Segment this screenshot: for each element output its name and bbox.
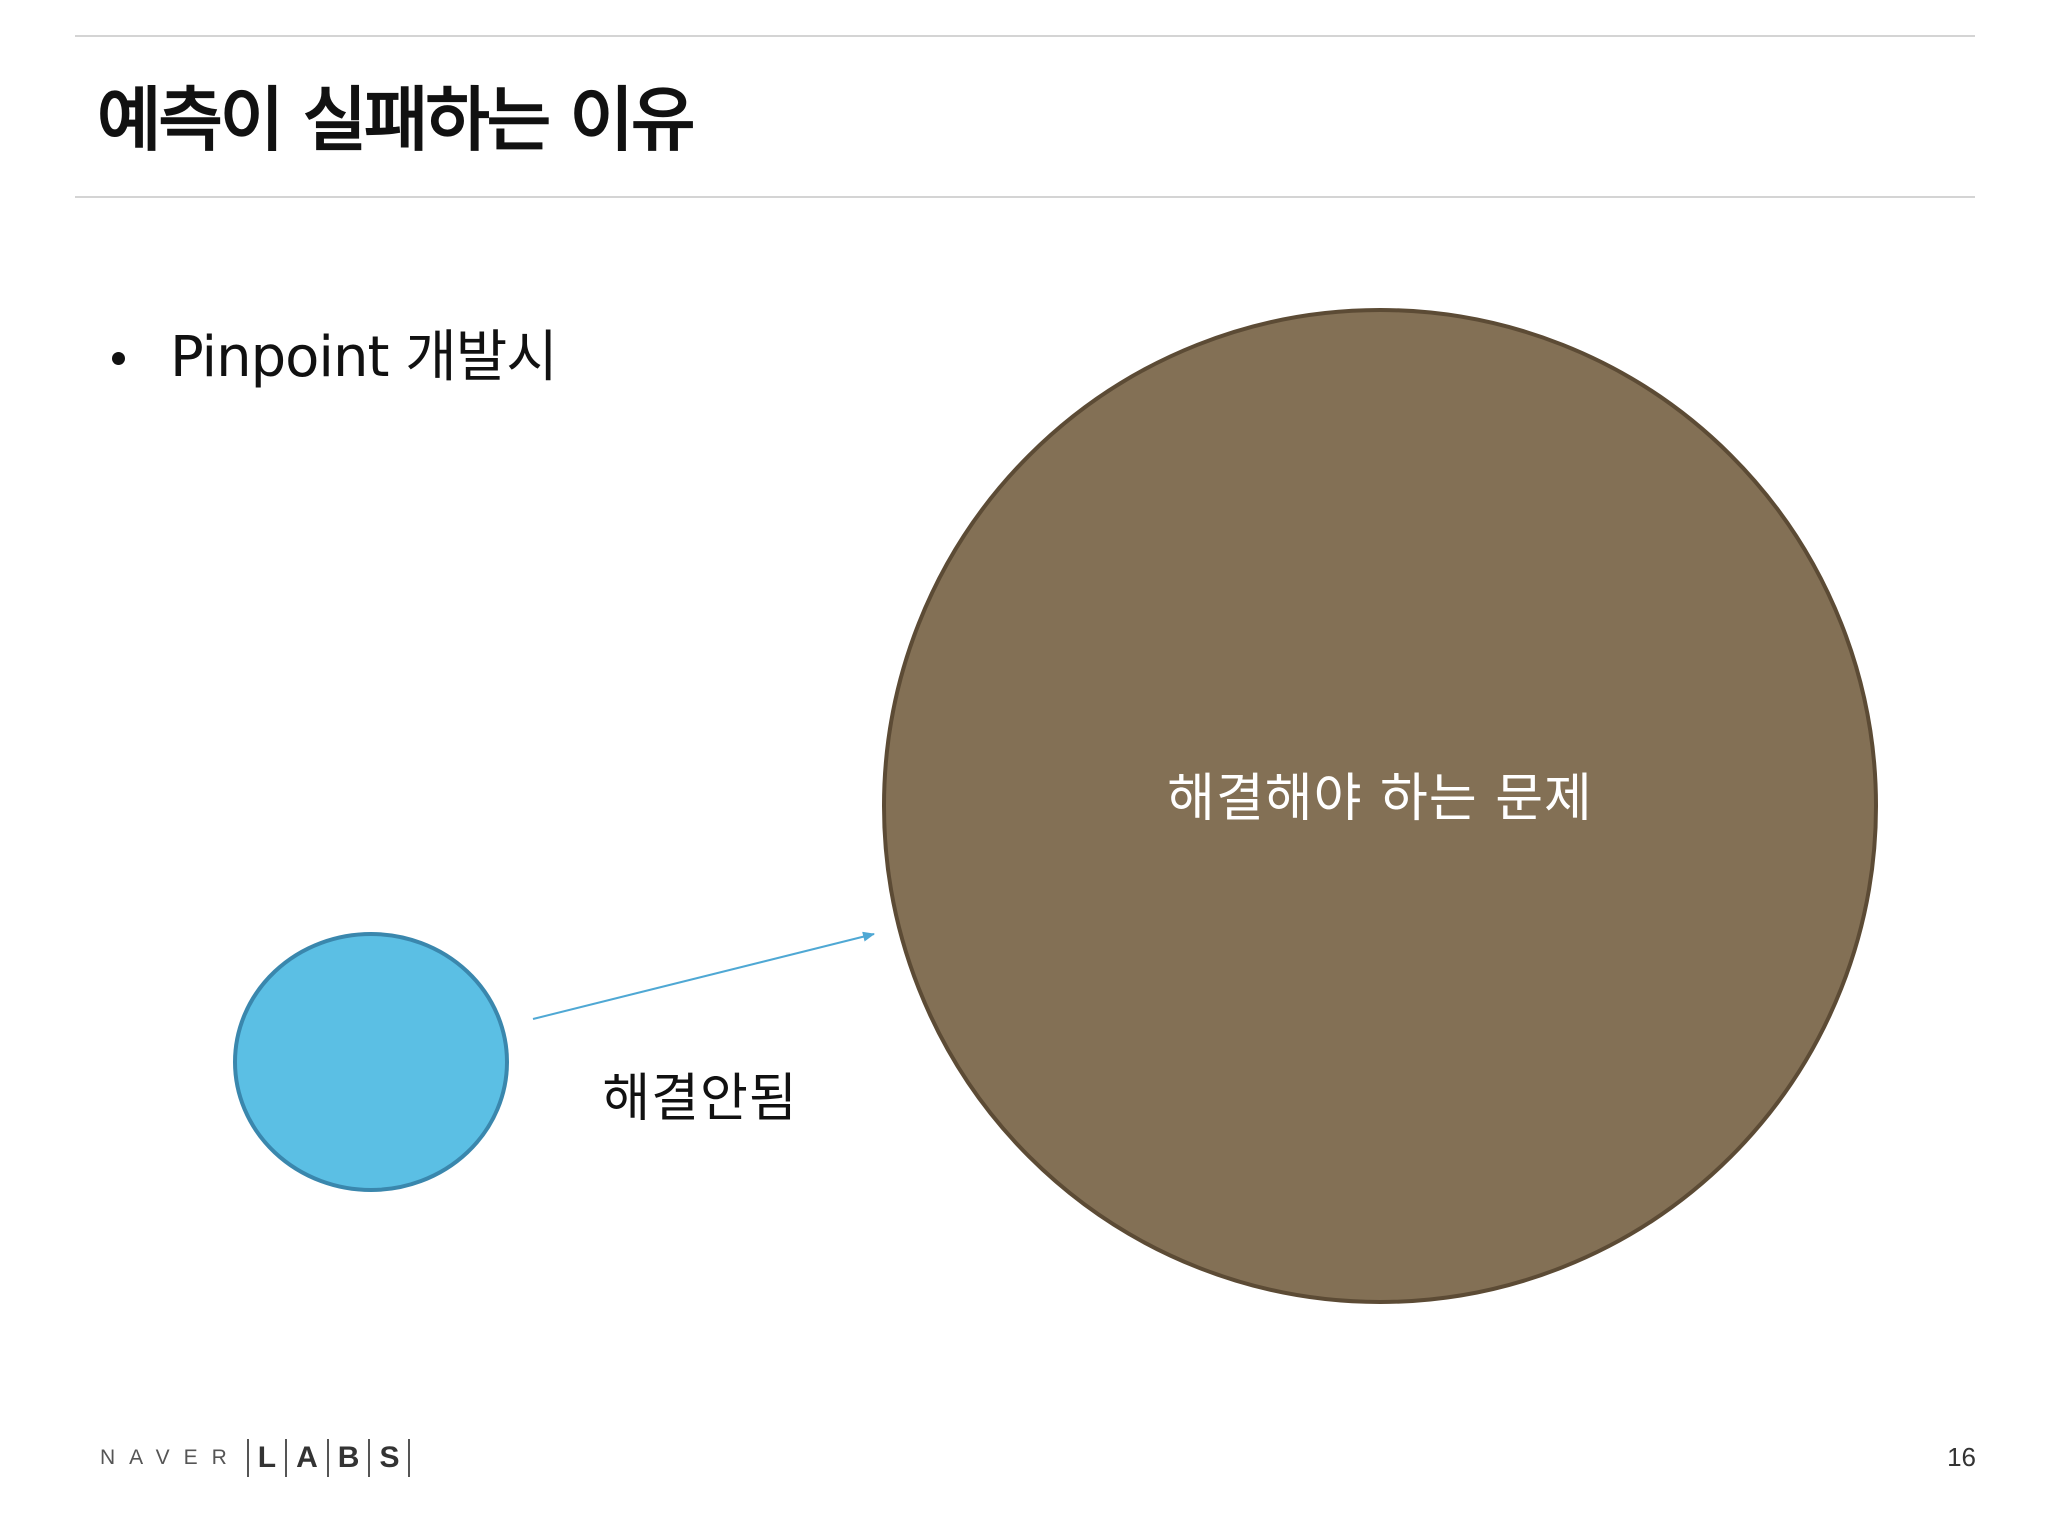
problem-circle: [882, 308, 1878, 1304]
logo-divider: [285, 1439, 288, 1477]
logo-divider: [246, 1439, 249, 1477]
unresolved-label: 해결안됨: [602, 1069, 798, 1129]
logo-letter: A: [296, 1441, 318, 1474]
page-number: 16: [1947, 1442, 1976, 1472]
bullet-dot-icon: [112, 351, 125, 365]
logo-letter: L: [257, 1441, 277, 1474]
logo-divider: [326, 1439, 329, 1477]
solution-circle: [233, 932, 509, 1192]
slide-title: 예측이 실패하는 이유: [97, 79, 695, 161]
logo-divider: [408, 1439, 411, 1477]
title-divider: [75, 196, 1975, 198]
logo-letter: S: [379, 1441, 400, 1474]
top-divider: [75, 35, 1975, 37]
problem-label: 해결해야 하는 문제: [1167, 769, 1593, 829]
logo-letter: B: [337, 1441, 360, 1474]
naver-labs-logo: NAVER L A B S: [100, 1438, 411, 1478]
logo-divider: [368, 1439, 371, 1477]
logo-brand-text: NAVER: [100, 1446, 241, 1469]
bullet-item: Pinpoint 개발시: [112, 318, 558, 398]
bullet-text: Pinpoint 개발시: [170, 325, 558, 390]
arrow-connector: [532, 931, 875, 1020]
